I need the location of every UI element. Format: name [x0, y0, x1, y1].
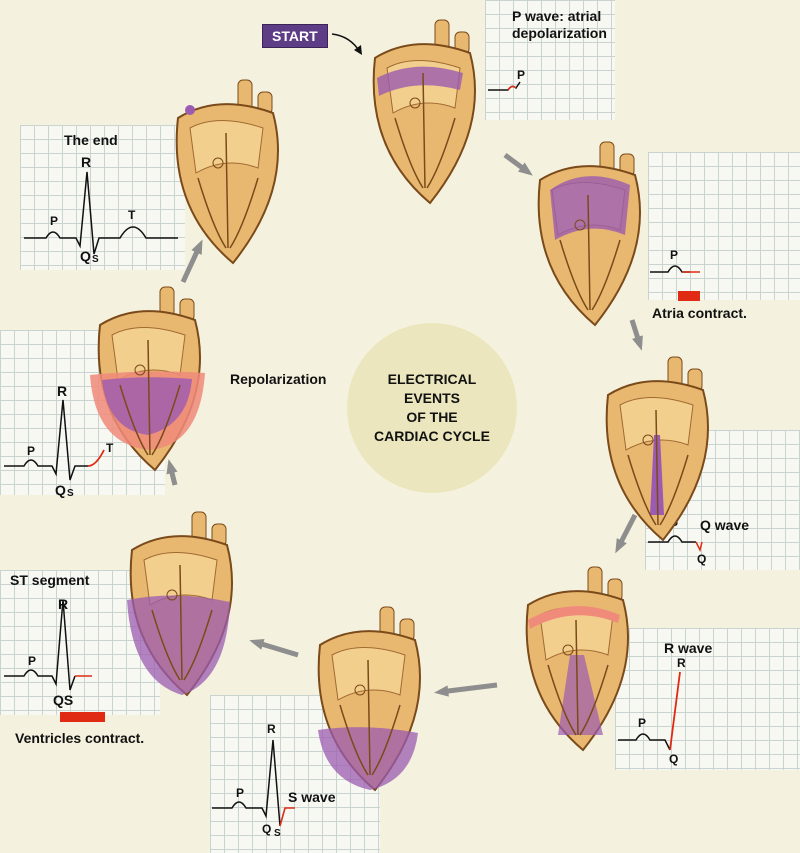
wave-letter-q: Q: [697, 552, 707, 566]
wave-letter-q: Q: [669, 752, 679, 766]
arrow-icon: [434, 682, 498, 697]
start-arrow-icon: [331, 33, 362, 55]
label-line: P wave: atrial: [512, 8, 602, 24]
wave-letter-t: T: [128, 208, 136, 222]
ecg-panel-r-wave: [615, 628, 800, 770]
heart-icon: [605, 356, 709, 542]
wave-letter-r: R: [81, 154, 92, 170]
title-line: CARDIAC CYCLE: [374, 428, 490, 444]
ecg-panel-the-end: [20, 125, 185, 270]
title-line: OF THE: [406, 409, 458, 425]
heart-illustration: [508, 565, 643, 760]
wave-letter-p: P: [236, 786, 245, 800]
wave-letter-s: S: [92, 254, 99, 265]
repolarization-label: Repolarization: [230, 371, 327, 387]
wave-letter-p: P: [638, 716, 647, 730]
cycle-title: ELECTRICAL EVENTS OF THE CARDIAC CYCLE: [347, 323, 517, 493]
arrow-icon: [615, 513, 638, 554]
wave-letter-s: S: [67, 488, 74, 499]
arrow-icon: [503, 152, 533, 176]
wave-letter-q: Q: [80, 248, 91, 264]
wave-letter-p: P: [670, 248, 679, 262]
wave-letter-t: T: [106, 441, 114, 455]
start-label: START: [262, 24, 328, 48]
contraction-bar: [60, 712, 105, 722]
arrow-icon: [249, 638, 299, 658]
arrow-icon: [629, 319, 643, 351]
contraction-bar: [678, 291, 700, 301]
wave-letter-q: Q: [262, 822, 272, 836]
heart-illustration: [355, 18, 490, 213]
arrow-icon: [180, 239, 203, 284]
wave-letter-r: R: [58, 596, 69, 612]
heart-icon: [317, 606, 421, 792]
heart-icon: [175, 79, 279, 265]
title-line: EVENTS: [403, 390, 460, 406]
wave-letter-p: P: [50, 214, 59, 228]
s-wave-label: S wave: [288, 789, 336, 805]
wave-letter-p: P: [27, 444, 36, 458]
wave-letter-r: R: [267, 722, 276, 736]
heart-icon: [90, 286, 205, 472]
heart-illustration: [588, 355, 723, 550]
label-line: depolarization: [512, 25, 607, 41]
atria-contract-label: Atria contract.: [652, 305, 747, 321]
q-wave-label: Q wave: [700, 517, 750, 533]
heart-icon: [537, 141, 641, 327]
heart-illustration: [112, 510, 247, 705]
heart-illustration: [158, 78, 293, 273]
ventricles-contract-label: Ventricles contract.: [15, 730, 145, 746]
the-end-label: The end: [64, 132, 118, 148]
arrow-icon: [166, 459, 178, 486]
wave-letter-p: P: [28, 654, 37, 668]
wave-letter-r: R: [677, 656, 686, 670]
heart-icon: [525, 566, 629, 752]
ecg-panel-p-wave: [485, 0, 615, 120]
heart-icon: [372, 19, 476, 205]
wave-letter-r: R: [57, 383, 68, 399]
st-segment-label: ST segment: [10, 572, 90, 588]
wave-letter-q: Q: [55, 482, 66, 498]
wave-letter-s: S: [274, 828, 281, 839]
ecg-panel-atria-contract: [648, 152, 800, 300]
wave-letter-qs: QS: [53, 692, 74, 708]
heart-icon: [127, 511, 233, 697]
heart-illustration: [80, 285, 215, 480]
heart-illustration: [300, 605, 435, 800]
heart-illustration: [520, 140, 655, 335]
wave-letter-p: P: [517, 68, 526, 82]
r-wave-label: R wave: [664, 640, 713, 656]
title-line: ELECTRICAL: [387, 371, 477, 387]
